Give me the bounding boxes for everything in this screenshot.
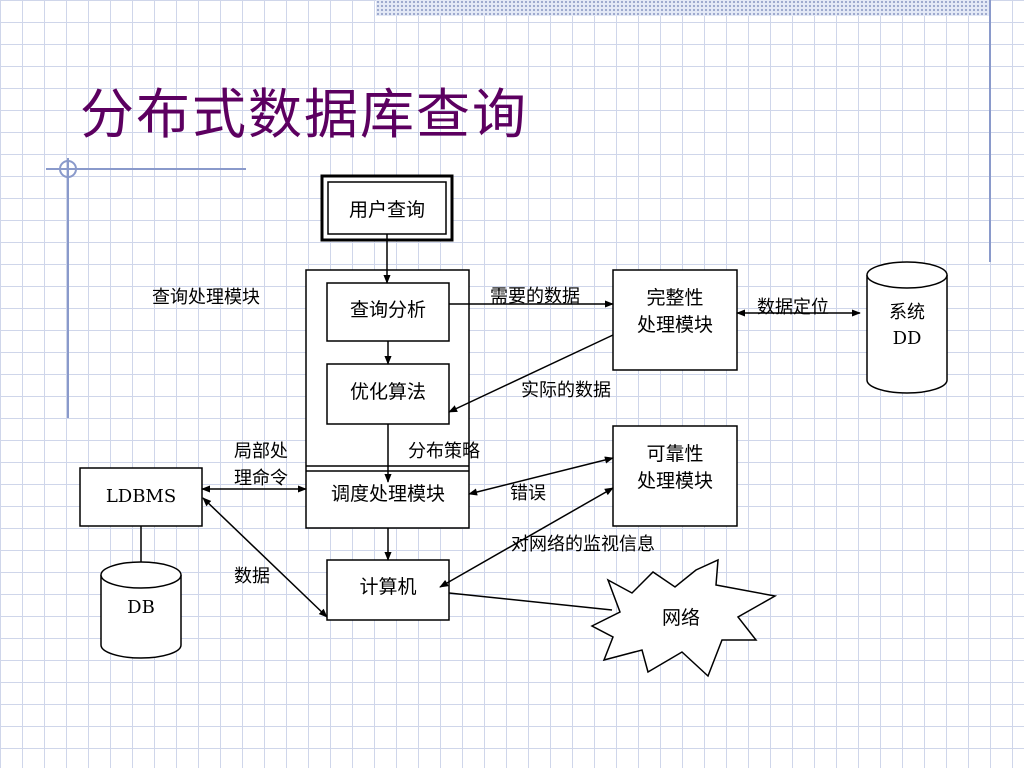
title-underline bbox=[46, 168, 246, 170]
node-dd-label-1: 系统 bbox=[889, 302, 925, 323]
node-integrity: 完整性 处理模块 bbox=[612, 269, 738, 371]
label-query-module: 查询处理模块 bbox=[152, 287, 260, 308]
node-query-analysis-label: 查询分析 bbox=[350, 299, 426, 321]
label-error: 错误 bbox=[510, 483, 546, 504]
node-network: 网络 bbox=[590, 558, 778, 678]
node-reliability-label-2: 处理模块 bbox=[637, 470, 713, 492]
label-local-cmd-1: 局部处 bbox=[234, 441, 288, 462]
node-db: DB bbox=[100, 561, 182, 659]
node-integrity-label-2: 处理模块 bbox=[637, 314, 713, 336]
label-dist-strategy: 分布策略 bbox=[408, 441, 480, 462]
node-reliability: 可靠性 处理模块 bbox=[612, 425, 738, 527]
node-db-label: DB bbox=[127, 597, 155, 618]
node-ldbms: LDBMS bbox=[79, 467, 203, 527]
node-dd: 系统 DD bbox=[866, 261, 948, 394]
label-actual-data: 实际的数据 bbox=[521, 380, 611, 401]
node-integrity-label-1: 完整性 bbox=[646, 287, 703, 309]
label-data-locate: 数据定位 bbox=[757, 297, 829, 318]
header-decoration-bar bbox=[376, 0, 990, 16]
node-query-analysis: 查询分析 bbox=[326, 282, 450, 342]
node-user-query: 用户查询 bbox=[320, 174, 454, 242]
node-computer: 计算机 bbox=[326, 559, 450, 621]
arrow-computer-reliability bbox=[439, 487, 614, 588]
page-title: 分布式数据库查询 bbox=[80, 83, 528, 146]
left-accent-line bbox=[67, 158, 69, 418]
line-computer-network bbox=[448, 592, 613, 611]
label-monitor: 对网络的监视信息 bbox=[511, 534, 655, 555]
arrow-integrity-to-optimize bbox=[448, 334, 614, 413]
node-reliability-label-1: 可靠性 bbox=[646, 443, 703, 465]
node-user-query-label: 用户查询 bbox=[349, 199, 425, 221]
node-optimize: 优化算法 bbox=[326, 363, 450, 425]
node-computer-label: 计算机 bbox=[359, 576, 416, 598]
node-ldbms-label: LDBMS bbox=[106, 486, 176, 507]
decorative-circle bbox=[59, 160, 77, 178]
node-schedule-label: 调度处理模块 bbox=[331, 483, 445, 505]
right-accent-line bbox=[989, 0, 991, 262]
label-data: 数据 bbox=[234, 566, 270, 587]
node-network-label: 网络 bbox=[662, 607, 700, 629]
node-optimize-label: 优化算法 bbox=[350, 381, 426, 403]
node-dd-label-2: DD bbox=[893, 328, 922, 349]
arrow-ldbms-computer bbox=[202, 497, 328, 618]
label-local-cmd-2: 理命令 bbox=[234, 468, 288, 489]
label-needed-data: 需要的数据 bbox=[490, 286, 580, 307]
